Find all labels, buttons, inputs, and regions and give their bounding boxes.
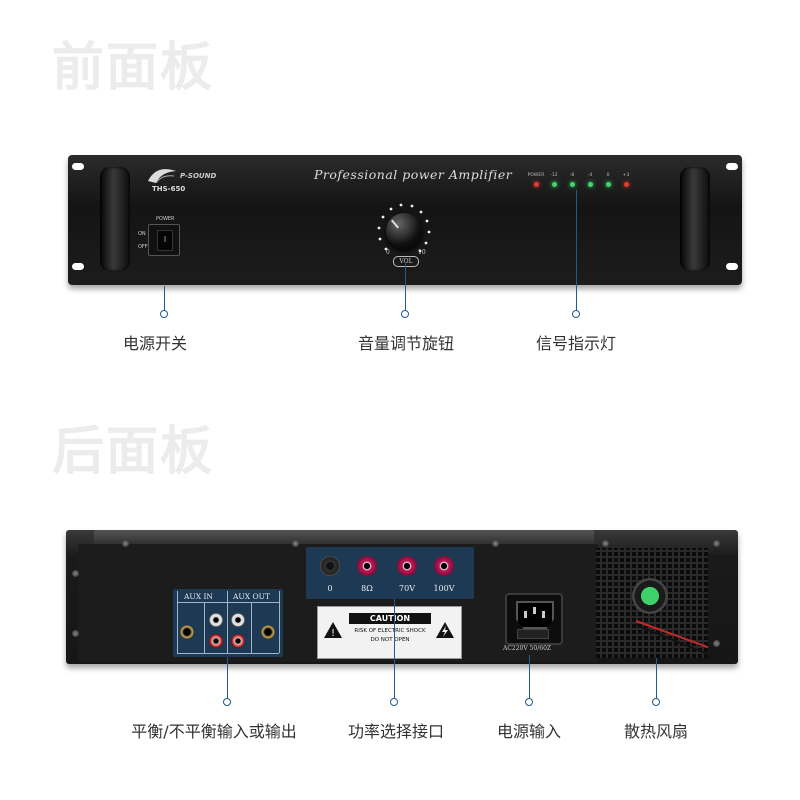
callout-marker-signal-leds (572, 310, 580, 318)
callout-cooling-fan: 散热风扇 (623, 722, 689, 741)
callout-marker-volume-knob (401, 310, 409, 318)
callout-marker-aux-io (223, 698, 231, 706)
signal-led-icon (552, 182, 557, 187)
speaker-tap-label: 100V (433, 584, 455, 593)
brand-logo-icon (148, 169, 176, 184)
signal-led-icon (570, 182, 575, 187)
speaker-tap-label: 0 (327, 584, 333, 593)
left-handle (100, 167, 130, 271)
on-label: ON (138, 231, 146, 237)
warning-triangle-icon: ! (324, 622, 342, 639)
speaker-post-70v[interactable] (397, 556, 417, 576)
led-label: -12 (550, 173, 558, 178)
callout-marker-speaker-taps (390, 698, 398, 706)
aux-in-rca-white[interactable] (209, 613, 223, 627)
speaker-tap-label: 8Ω (361, 584, 373, 593)
led-label: -4 (587, 173, 593, 178)
volume-max-label: 10 (418, 249, 426, 256)
volume-knob[interactable] (386, 213, 422, 249)
aux-in-rca-red[interactable] (209, 634, 223, 648)
model-number: THS-650 (152, 185, 186, 193)
callout-power-switch: 电源开关 (122, 334, 188, 353)
caution-label: ! CAUTION RISK OF ELECTRIC SHOCK DO NOT … (317, 606, 462, 659)
speaker-post-0[interactable] (320, 556, 340, 576)
aux-out-xlr-jack[interactable] (261, 625, 275, 639)
product-title: Professional power Amplifier (314, 167, 513, 182)
led-label: 0 (606, 173, 610, 178)
callout-aux-io: 平衡/不平衡输入或输出 (131, 722, 297, 741)
callout-power-input: 电源输入 (496, 722, 562, 741)
led-label: -8 (569, 173, 575, 178)
speaker-tap-panel: 0 8Ω 70V 100V (306, 547, 474, 599)
signal-led-icon (624, 182, 629, 187)
aux-out-rca-white[interactable] (231, 613, 245, 627)
callout-speaker-taps: 功率选择接口 (347, 722, 445, 741)
aux-in-xlr-jack[interactable] (180, 625, 194, 639)
volume-scale-ticks (377, 203, 431, 253)
caution-line2: DO NOT OPEN (370, 637, 410, 643)
aux-in-label: AUX IN (184, 592, 213, 601)
rear-panel-heading: 后面板 (52, 421, 215, 482)
caution-line1: RISK OF ELECTRIC SHOCK (354, 628, 426, 634)
front-panel-image: P-SOUND THS-650 Professional power Ampli… (68, 155, 742, 285)
fan-icon (632, 578, 668, 614)
callout-marker-power-input (525, 698, 533, 706)
switch-rocker[interactable]: I (157, 230, 173, 251)
power-switch[interactable]: I (148, 224, 180, 256)
off-label: OFF (138, 244, 148, 250)
callout-volume-knob: 音量调节旋钮 (357, 334, 455, 353)
aux-out-label: AUX OUT (233, 592, 270, 601)
speaker-post-8ohm[interactable] (357, 556, 377, 576)
led-label: POWER (527, 173, 545, 178)
led-label: +3 (622, 173, 630, 178)
signal-led-icon (588, 182, 593, 187)
caution-title: CAUTION (349, 613, 431, 624)
callout-marker-cooling-fan (652, 698, 660, 706)
svg-text:!: ! (331, 628, 335, 639)
cooling-fan-grille (596, 548, 708, 658)
speaker-tap-label: 70V (399, 584, 415, 593)
brand-name: P-SOUND (180, 172, 217, 180)
lightning-triangle-icon (436, 622, 454, 638)
callout-marker-power-switch (160, 310, 168, 318)
signal-led-icon (534, 182, 539, 187)
aux-out-rca-red[interactable] (231, 634, 245, 648)
front-panel-heading: 前面板 (52, 37, 215, 98)
right-handle (680, 167, 710, 271)
signal-led-icon (606, 182, 611, 187)
speaker-post-100v[interactable] (434, 556, 454, 576)
aux-connector-panel: AUX IN AUX OUT (173, 589, 283, 657)
power-label: POWER (156, 216, 175, 222)
callout-signal-leds: 信号指示灯 (535, 334, 617, 353)
iec-power-inlet[interactable] (505, 593, 563, 645)
volume-min-label: 0 (386, 249, 390, 256)
volume-label: VOL (393, 256, 419, 267)
ac-input-label: AC220V 50/60Z (503, 645, 552, 652)
